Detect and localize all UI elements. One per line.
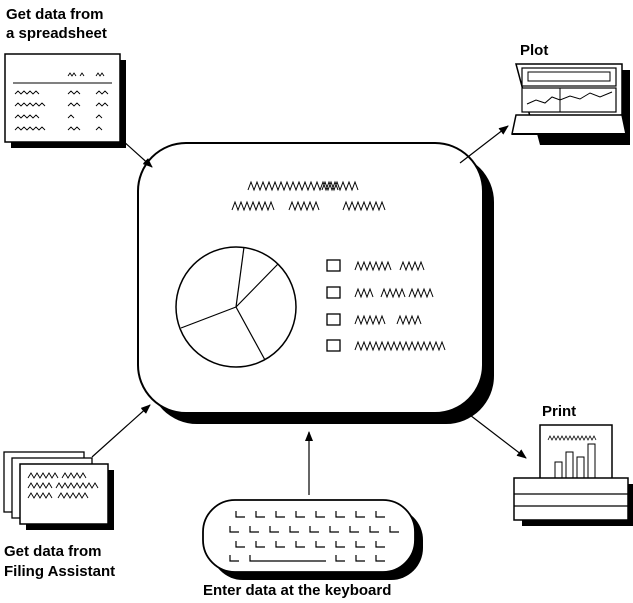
- arrow-screen-to-print: [465, 411, 527, 459]
- plot-label: Plot: [520, 42, 549, 59]
- keyboard-icon: [202, 499, 423, 580]
- spreadsheet-label-line2: a spreadsheet: [6, 25, 107, 42]
- spreadsheet-label-line1: Get data from: [6, 6, 104, 23]
- filing-cards-icon: [3, 451, 114, 530]
- printer-icon: [513, 424, 633, 526]
- pie-chart-graphic: [175, 246, 297, 368]
- plotter-icon: [511, 63, 630, 145]
- keyboard-label: Enter data at the keyboard: [203, 582, 392, 599]
- legend-graphic: [326, 259, 446, 352]
- screen-display-icon: [137, 142, 494, 424]
- filing-label-line1: Get data from: [4, 543, 102, 560]
- arrow-spreadsheet-to-screen: [121, 139, 153, 168]
- print-label: Print: [542, 403, 577, 420]
- arrow-filing-to-screen: [91, 404, 151, 458]
- spreadsheet-icon: [4, 53, 126, 148]
- keyboard-keys: [229, 511, 399, 562]
- arrow-screen-to-plot: [459, 125, 509, 164]
- filing-label-line2: Filing Assistant: [4, 563, 116, 580]
